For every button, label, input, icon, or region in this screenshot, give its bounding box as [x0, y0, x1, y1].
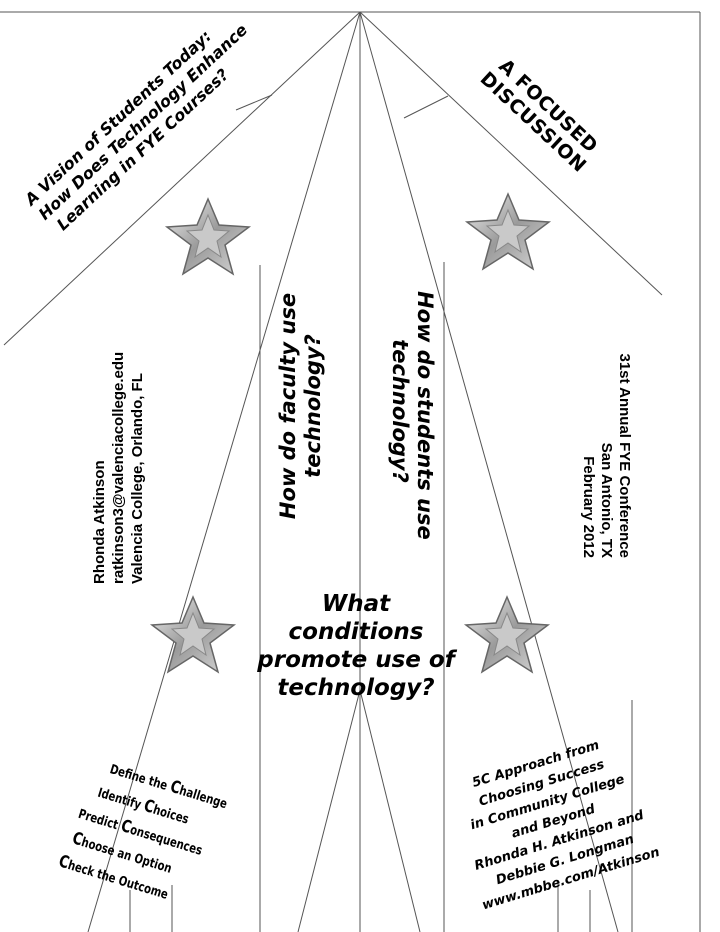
conference-date: February 2012	[580, 456, 597, 558]
silver-star-icon	[463, 595, 551, 674]
students-question-line: technology?	[388, 339, 412, 483]
faculty-question-line: technology?	[301, 334, 325, 478]
silver-star-icon	[149, 595, 237, 674]
conference-block: 31st Annual FYE Conference San Antonio, …	[577, 308, 633, 559]
conference-location: San Antonio, TX	[598, 442, 615, 558]
faculty-question: How do faculty use technology?	[276, 286, 328, 526]
students-question: How do students use technology?	[385, 291, 437, 540]
conference-title: 31st Annual FYE Conference	[616, 353, 633, 559]
contact-email: ratkinson3@valenciacollege.edu	[110, 351, 127, 584]
silver-star-icon	[464, 192, 552, 271]
contact-name: Rhonda Atkinson	[91, 460, 108, 584]
students-question-line: How do students use	[413, 291, 437, 540]
center-question-line: technology?	[277, 675, 435, 701]
center-question-line: conditions	[288, 619, 424, 645]
silver-star-icon	[164, 197, 252, 276]
center-question-line: What	[321, 591, 391, 617]
center-question: What conditions promote use of technolog…	[248, 590, 464, 702]
contact-affiliation: Valencia College, Orlando, FL	[129, 373, 146, 584]
center-question-line: promote use of	[257, 647, 455, 673]
contact-block: Rhonda Atkinson ratkinson3@valenciacolle…	[90, 314, 148, 584]
faculty-question-line: How do faculty use	[276, 292, 300, 520]
